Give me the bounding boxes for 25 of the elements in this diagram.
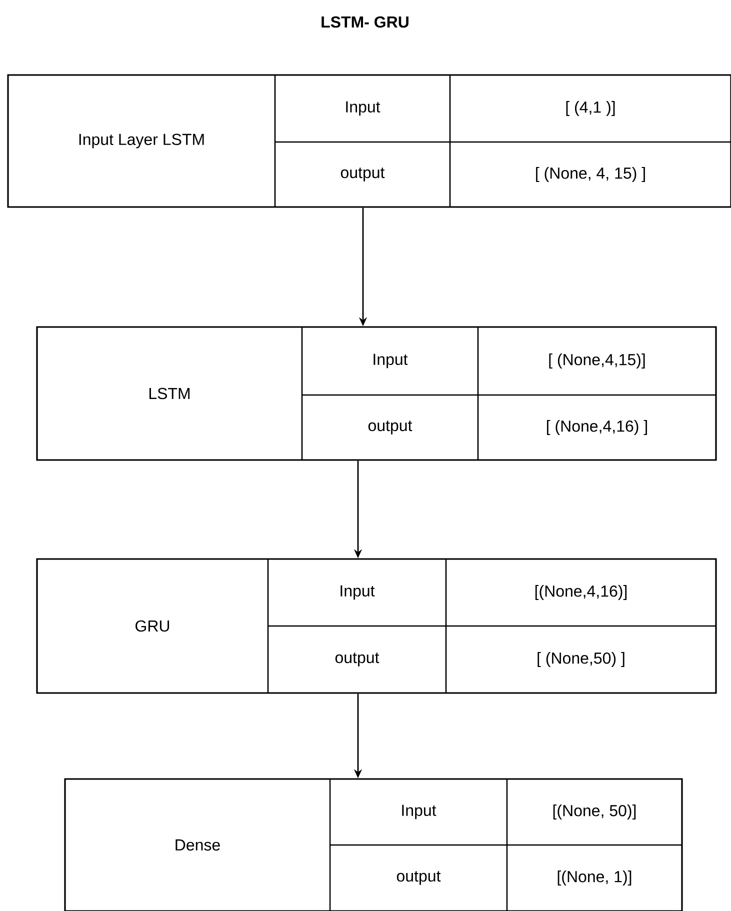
row-label: Input <box>346 101 380 116</box>
shape-value: [ (4,1 )] <box>566 101 615 116</box>
row-label: Input <box>374 354 408 368</box>
row-label: Input <box>340 585 375 600</box>
layer-table <box>64 778 683 911</box>
layer-name: Dense <box>176 839 220 851</box>
shape-value: [ (None, 4, 15) ] <box>536 167 645 182</box>
shape-value: [(None, 50)] <box>553 804 636 820</box>
layer-name: LSTM <box>149 388 190 400</box>
shape-value: [(None,4,16)] <box>535 585 627 600</box>
row-label: Input <box>402 804 436 820</box>
layer-table <box>7 74 731 208</box>
shape-value: [ (None,4,15)] <box>549 354 645 368</box>
title: LSTM- GRU <box>322 16 408 28</box>
row-label: output <box>340 168 385 182</box>
shape-value: [ (None,50) ] <box>538 652 624 667</box>
shape-value: [(None, 1)] <box>558 870 632 886</box>
layer-table <box>36 326 717 461</box>
row-label: output <box>396 871 441 885</box>
shape-value: [ (None,4,16) ] <box>547 420 647 435</box>
row-label: output <box>335 652 380 666</box>
layer-name: GRU <box>136 620 170 632</box>
layer-table <box>36 558 717 694</box>
layer-name: Input Layer LSTM <box>79 134 204 148</box>
row-label: output <box>368 420 412 434</box>
